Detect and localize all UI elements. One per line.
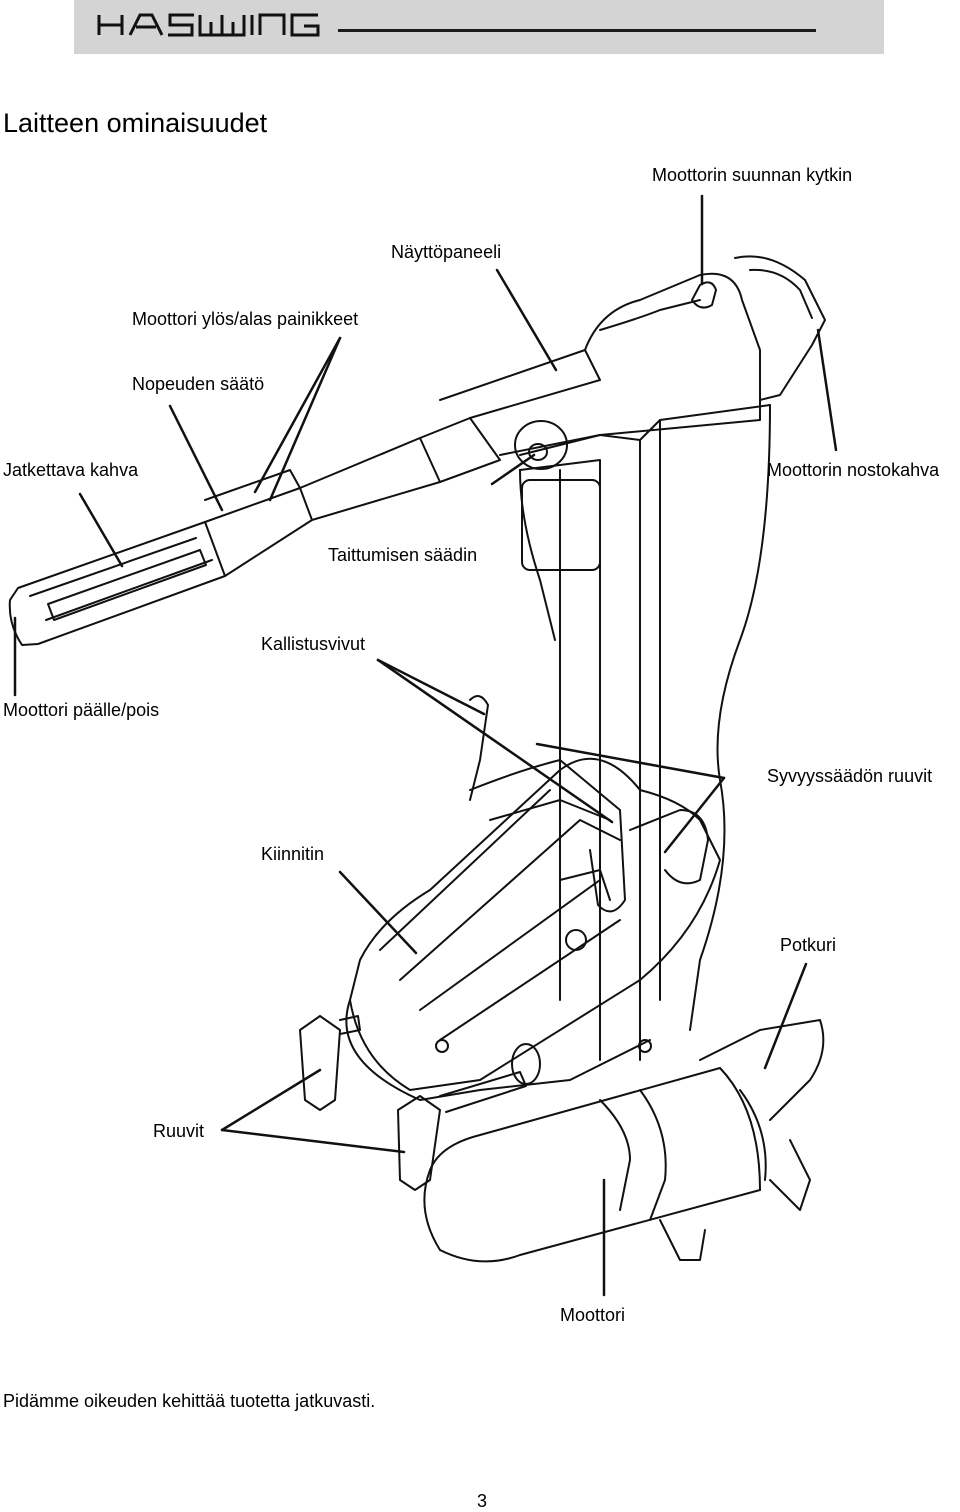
label-propeller: Potkuri — [780, 935, 837, 955]
header-rule — [338, 29, 816, 32]
label-display-panel: Näyttöpaneeli — [391, 242, 502, 262]
label-power-switch: Moottori päälle/pois — [3, 700, 160, 720]
haswing-logo — [97, 13, 320, 37]
label-updown-buttons: Moottori ylös/alas painikkeet — [132, 309, 359, 329]
label-lifting-handle: Moottorin nostokahva — [767, 460, 940, 480]
shaft-shape — [519, 404, 771, 1061]
footer-note: Pidämme oikeuden kehittää tuotetta jatku… — [3, 1391, 376, 1411]
label-fold-adjuster: Taittumisen säädin — [328, 545, 478, 565]
page-number: 3 — [476, 1491, 487, 1511]
page-title: Laitteen ominaisuudet — [3, 108, 268, 138]
clamp-screws-shape — [299, 1015, 541, 1191]
label-mount: Kiinnitin — [261, 844, 325, 864]
header-bar — [74, 0, 884, 54]
handle-grip-shape — [8, 417, 501, 646]
label-motor: Moottori — [560, 1305, 626, 1325]
label-direction-switch: Moottorin suunnan kytkin — [652, 165, 853, 185]
label-speed-control: Nopeuden säätö — [132, 374, 265, 394]
callout-leaders — [13, 194, 838, 1297]
label-screws: Ruuvit — [153, 1121, 205, 1141]
mount-bracket-shape — [345, 695, 721, 1101]
control-head-shape — [439, 255, 826, 456]
label-depth-screws: Syvyyssäädön ruuvit — [767, 766, 933, 786]
label-telescopic-handle: Jatkettava kahva — [3, 460, 139, 480]
label-tilt-levers: Kallistusvivut — [261, 634, 366, 654]
motor-pod-shape — [423, 1019, 825, 1263]
